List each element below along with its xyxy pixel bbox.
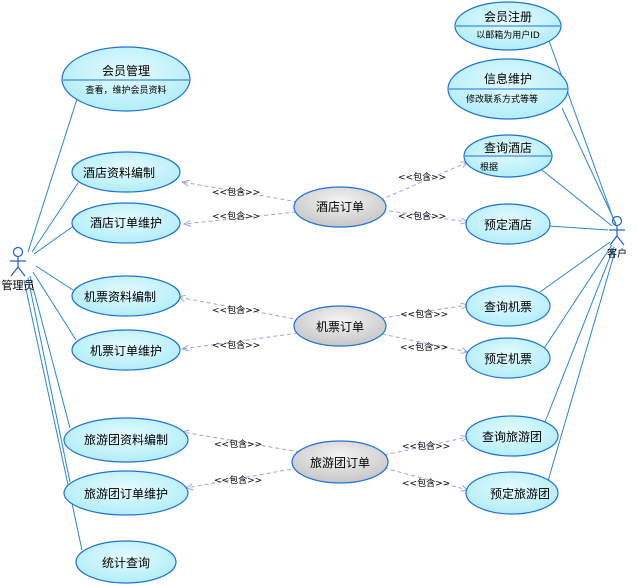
usecase-title: 会员注册	[484, 9, 532, 24]
include-label: <<包含>>	[212, 304, 260, 316]
include-hotel-order-book	[381, 209, 468, 222]
include-label: <<包含>>	[212, 210, 260, 222]
usecase-ticket-info-edit[interactable]: 机票资料编制	[71, 275, 181, 317]
include-label: <<包含>>	[214, 438, 262, 450]
usecase-note: 修改联系方式等等	[466, 93, 538, 105]
usecase-member-manage[interactable]: 会员管理 查看，维护会员资料	[61, 46, 191, 112]
usecase-title: 信息维护	[484, 71, 532, 86]
include-relations	[178, 162, 468, 490]
usecase-hotel-query[interactable]: 查询酒店 根据	[463, 134, 553, 178]
usecase-ticket-query[interactable]: 查询机票	[465, 285, 551, 327]
include-hotel-order-info	[182, 182, 299, 203]
include-ticket-order-maintain	[182, 332, 299, 349]
assoc-customer-tour-book	[547, 247, 617, 482]
actor-customer[interactable]	[609, 215, 625, 246]
usecase-title: 查询机票	[484, 300, 532, 314]
usecase-tour-order-maintain[interactable]: 旅游团订单维护	[63, 470, 189, 516]
usecase-title: 旅游团资料编制	[84, 432, 168, 447]
usecase-title: 预定旅游团	[490, 486, 550, 501]
usecase-note: 根据	[480, 161, 498, 173]
include-label: <<包含>>	[212, 186, 260, 198]
usecase-hotel-book[interactable]: 预定酒店	[465, 203, 551, 245]
usecase-title: 查询旅游团	[482, 430, 542, 444]
usecase-title: 旅游团订单维护	[84, 487, 168, 501]
usecase-note: 以邮箱为用户ID	[476, 29, 540, 41]
assoc-admin-hotel-info-edit	[31, 182, 79, 253]
include-label: <<包含>>	[398, 171, 446, 183]
usecase-title: 统计查询	[102, 556, 150, 570]
include-label: <<包含>>	[400, 308, 448, 320]
include-label: <<包含>>	[402, 440, 450, 452]
usecase-title: 预定机票	[484, 351, 532, 366]
usecase-hotel-order-maintain[interactable]: 酒店订单维护	[71, 202, 181, 244]
usecase-ticket-book[interactable]: 预定机票	[465, 337, 551, 379]
assoc-customer-hotel-book	[548, 225, 609, 231]
usecase-title: 会员管理	[102, 63, 150, 78]
usecase-title: 旅游团订单	[310, 456, 370, 470]
include-hotel-order-maintain	[184, 211, 297, 224]
usecase-title: 酒店订单	[316, 200, 364, 214]
include-tour-order-query	[383, 437, 468, 456]
include-label: <<包含>>	[398, 210, 446, 222]
usecase-hotel-info-edit[interactable]: 酒店资料编制	[71, 151, 181, 193]
usecase-tour-info-edit[interactable]: 旅游团资料编制	[63, 417, 189, 463]
usecase-note: 查看，维护会员资料	[85, 84, 166, 96]
actor-admin[interactable]	[10, 246, 26, 277]
actor-customer-label: 客户	[607, 247, 627, 260]
usecase-title: 机票资料编制	[84, 289, 156, 304]
usecase-title: 预定酒店	[484, 217, 532, 232]
include-label: <<包含>>	[400, 341, 448, 353]
include-label: <<包含>>	[212, 339, 260, 351]
usecase-hotel-order[interactable]: 酒店订单	[293, 186, 387, 228]
include-tour-order-maintain	[186, 467, 299, 488]
include-tour-order-book	[383, 467, 468, 490]
assoc-admin-ticket-order-maintain	[32, 271, 77, 341]
assoc-customer-tour-query	[544, 246, 615, 423]
usecase-tour-book[interactable]: 预定旅游团	[465, 471, 559, 515]
assoc-admin-member-manage	[27, 95, 79, 253]
include-ticket-order-book	[381, 333, 468, 352]
usecase-tour-order[interactable]: 旅游团订单	[291, 440, 389, 484]
usecase-title: 查询酒店	[484, 141, 532, 155]
usecase-ticket-order-maintain[interactable]: 机票订单维护	[71, 329, 181, 371]
usecase-title: 酒店订单维护	[90, 216, 162, 230]
usecase-tour-query[interactable]: 查询旅游团	[465, 415, 559, 457]
assoc-customer-info-maintain	[561, 107, 617, 225]
include-hotel-order-query	[379, 162, 468, 201]
usecase-ticket-order[interactable]: 机票订单	[293, 305, 387, 347]
usecase-title: 酒店资料编制	[83, 165, 155, 180]
assoc-customer-ticket-book	[542, 244, 613, 351]
usecase-member-register[interactable]: 会员注册 以邮箱为用户ID	[454, 1, 562, 51]
assoc-admin-hotel-order-maintain	[33, 224, 76, 255]
usecase-title: 机票订单	[316, 320, 364, 334]
include-tour-order-info	[182, 432, 301, 453]
usecase-title: 机票订单维护	[90, 344, 162, 358]
assoc-customer-ticket-query	[539, 241, 611, 293]
include-label: <<包含>>	[402, 477, 450, 489]
actor-admin-label: 管理员	[2, 278, 35, 292]
usecase-info-maintain[interactable]: 信息维护 修改联系方式等等	[447, 58, 569, 120]
include-labels: <<包含>> <<包含>> <<包含>> <<包含>> <<包含>> <<包含>…	[212, 171, 450, 489]
actor-head-icon	[12, 246, 24, 258]
customer-associations	[539, 37, 617, 482]
include-label: <<包含>>	[214, 474, 262, 486]
assoc-admin-tour-info-edit	[29, 275, 71, 429]
assoc-admin-tour-order-maintain	[27, 277, 71, 483]
admin-associations	[23, 95, 83, 551]
assoc-customer-hotel-query	[541, 169, 613, 227]
include-ticket-order-query	[381, 305, 468, 319]
assoc-admin-stats-query	[23, 279, 83, 551]
assoc-admin-ticket-info-edit	[35, 265, 74, 291]
assoc-customer-member-register	[547, 37, 617, 227]
usecase-stats-query[interactable]: 统计查询	[75, 540, 177, 584]
